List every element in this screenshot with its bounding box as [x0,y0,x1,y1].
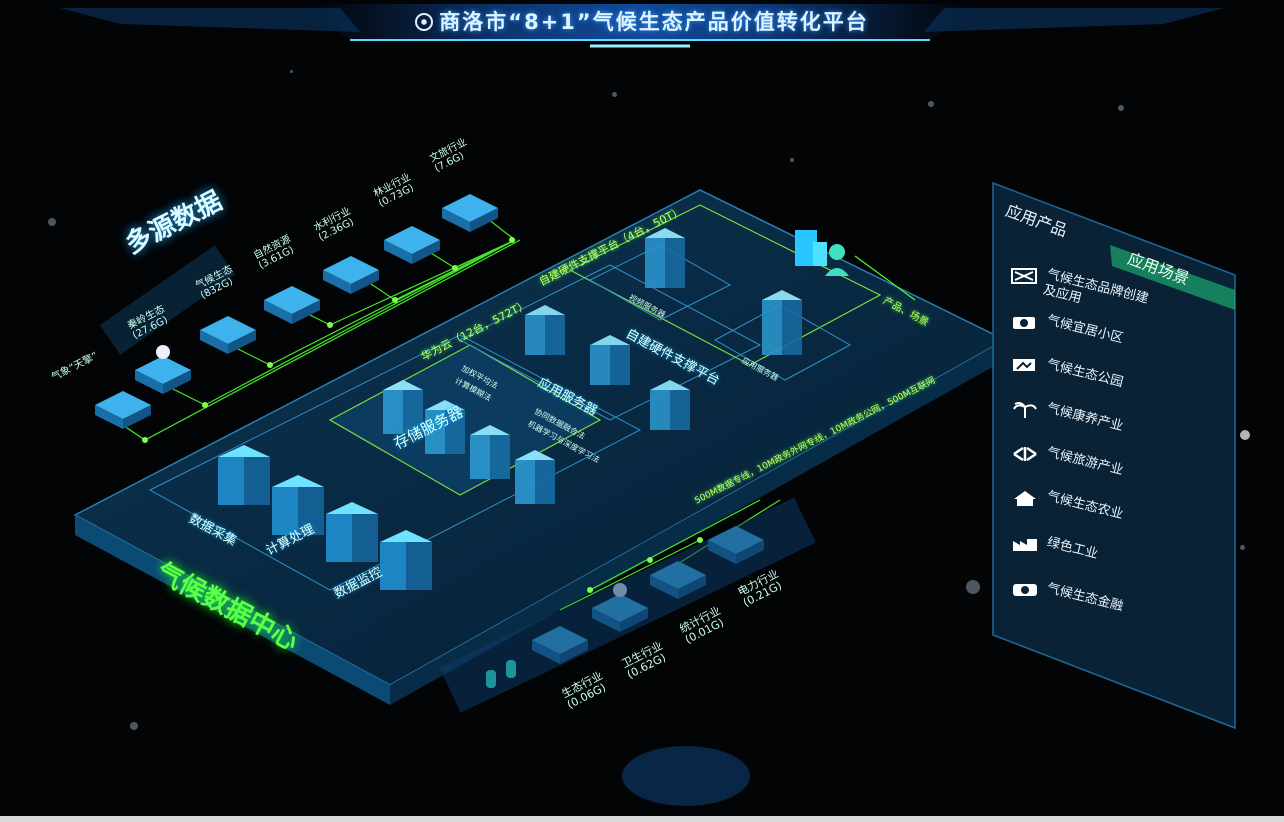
panel-item-label: 气候生态公园 [1045,357,1125,391]
star [1240,430,1250,440]
panel-item-7[interactable]: 气候生态金融 [1011,581,1159,614]
panel-item-label: 气候旅游产业 [1045,445,1125,479]
star [790,158,794,162]
product-scene-icon [795,230,916,301]
storage-servers [383,380,555,504]
header-bar: 商洛市“8+1”气候生态产品价值转化平台 [0,0,1284,60]
finance-icon [1013,584,1037,596]
star [928,101,934,107]
panel-item-5[interactable]: 气候生态农业 [1011,489,1159,522]
panel-item-4[interactable]: 气候旅游产业 [1011,445,1159,478]
panel-item-6[interactable]: 绿色工业 [1011,535,1159,562]
panel-item-1[interactable]: 气候宜居小区 [1011,313,1159,346]
brand-icon [1011,268,1037,284]
star [1118,105,1124,111]
star [130,722,138,730]
leaf-icon [1013,446,1037,462]
connector-nodes [142,237,703,593]
panel-item-label: 气候生态金融 [1045,581,1125,615]
floor-disc [622,746,750,806]
palm-icon [1013,402,1037,418]
panel-item-label: 气候生态农业 [1045,489,1125,523]
bottom-sources-glow [439,497,816,713]
star [1240,545,1245,550]
panel-item-label: 气候宜居小区 [1045,313,1125,347]
app-panel: 应用产品 应用场景 气候生态品牌创建及应用 气候宜居小区 气候生态公园 气候康养… [993,183,1235,728]
emblem-icon [415,13,434,31]
panel-item-0[interactable]: 气候生态品牌创建及应用 [1011,267,1159,307]
star [48,218,56,226]
panel-item-3[interactable]: 气候康养产业 [1011,401,1159,434]
camera-icon [1013,317,1035,329]
header-frame [60,4,1224,48]
bottom-scrollbar-track[interactable] [0,816,1284,822]
source-cubes [95,194,498,429]
house-icon [1014,491,1036,506]
panel-item-2[interactable]: 气候生态公园 [1011,357,1159,390]
panel-item-label: 绿色工业 [1045,535,1100,563]
application-servers [525,228,802,430]
panel-item-label: 气候康养产业 [1045,401,1125,435]
page-title: 商洛市“8+1”气候生态产品价值转化平台 [0,6,1284,36]
star [612,92,617,97]
pipeline-servers [218,445,432,590]
star [966,580,980,594]
park-icon [1013,359,1035,371]
factory-icon [1013,539,1037,551]
star [290,70,293,73]
page-title-text: 商洛市“8+1”气候生态产品价值转化平台 [439,10,869,34]
app-panel-frame [992,181,1236,730]
tab-products[interactable]: 应用产品 [1003,200,1070,241]
